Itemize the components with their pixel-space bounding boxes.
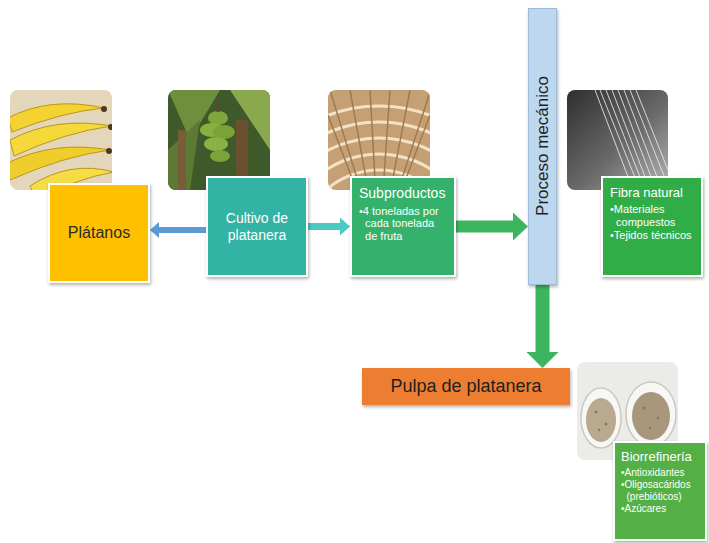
box-heading: Biorrefinería	[621, 449, 699, 464]
box-heading: Pulpa de platanera	[366, 376, 566, 397]
bullet-text: •Antioxidantes	[621, 467, 699, 479]
bullet-text: •Tejidos técnicos	[610, 229, 694, 242]
product-box: Biorrefinería •Antioxidantes•Oligosacárid…	[613, 441, 707, 541]
flow-arrow	[456, 221, 513, 233]
bullet-text: •Materiales compuestos	[610, 203, 694, 229]
box-heading: Plátanos	[56, 224, 142, 243]
bullet-text: •4 toneladas por cada tonelada de fruta	[359, 205, 447, 244]
flow-arrow	[159, 227, 206, 233]
bullet-text: •Oligosacáridos (prebióticos)	[621, 479, 699, 503]
product-box: Plátanos	[48, 183, 150, 283]
process-band: Proceso mecánico	[528, 8, 557, 285]
bullet-text: •Azúcares	[621, 503, 699, 515]
fiber-photo	[567, 90, 668, 190]
box-heading: Subproductos	[359, 185, 447, 202]
banana-photo	[10, 90, 112, 190]
box-heading: Fibra natural	[610, 185, 694, 200]
crop-box: Cultivo de platanera	[206, 176, 308, 277]
byproduct-box: Subproductos •4 toneladas por cada tonela…	[350, 176, 456, 277]
flow-arrow	[536, 285, 550, 352]
product-box: Fibra natural •Materiales compuestos•Teji…	[601, 176, 703, 277]
stem-section-photo	[328, 90, 430, 190]
flow-arrow	[308, 223, 340, 230]
plantation-photo	[168, 90, 270, 190]
box-heading: Cultivo de platanera	[214, 210, 300, 243]
box-heading: Proceso mecánico	[532, 77, 552, 217]
output-box: Pulpa de platanera	[362, 368, 570, 405]
